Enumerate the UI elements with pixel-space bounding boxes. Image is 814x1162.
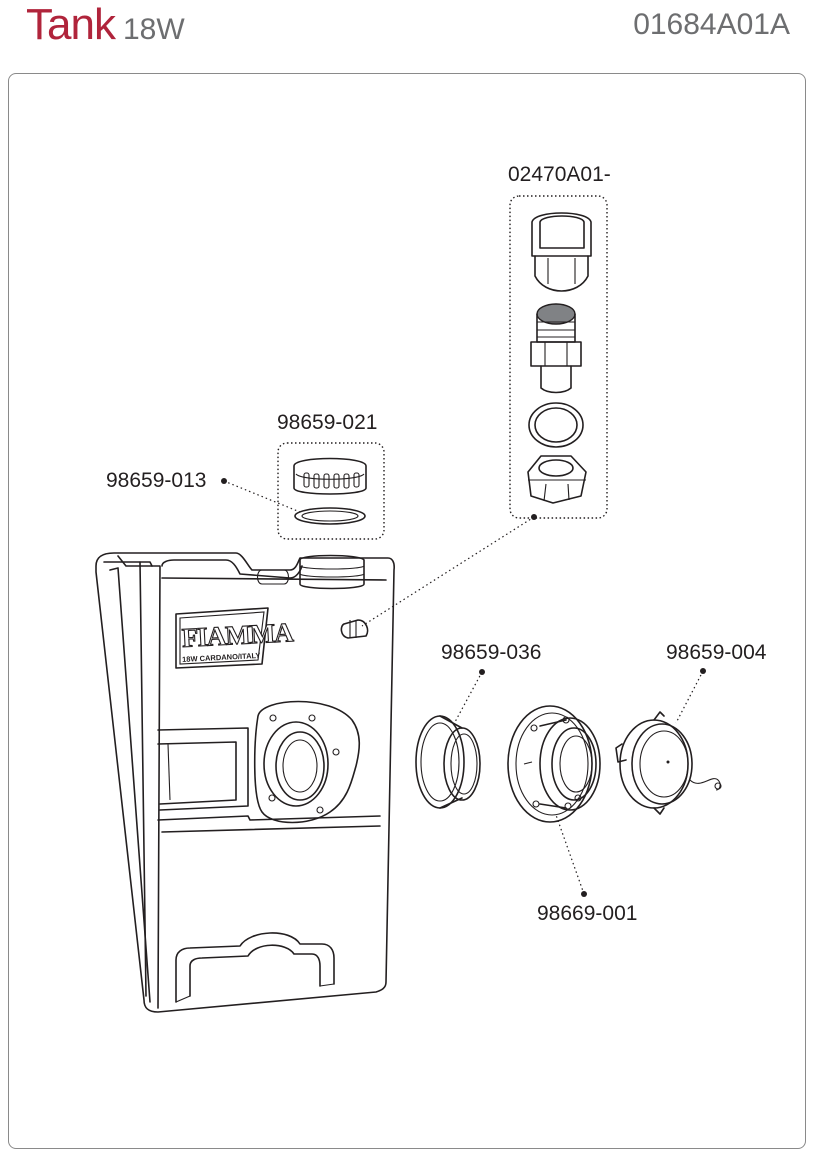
drawing-frame (8, 73, 806, 1149)
water-tank-body (95, 552, 395, 1013)
logo-brand: FIAMMA (181, 617, 295, 653)
leader-lines (221, 478, 706, 897)
label-flange-cap[interactable]: 98659-004 (666, 641, 767, 664)
flange-cap-part (615, 711, 722, 815)
drain-valve-body-part (530, 303, 582, 394)
drain-valve-kit-box (509, 195, 608, 519)
drain-lock-nut-part (527, 455, 587, 504)
label-cap-gasket[interactable]: 98659-013 (106, 469, 206, 492)
logo-model: 18W CARDANO/ITALY (182, 651, 261, 664)
label-flange-plate[interactable]: 98669-001 (537, 902, 637, 925)
drain-cap-nut-part (531, 212, 592, 292)
cap-gasket-part (294, 507, 366, 525)
document-code: 01684A01A (633, 8, 790, 41)
flange-plate-part (507, 705, 601, 823)
label-drain-valve-kit[interactable]: 02470A01- (508, 163, 611, 186)
filler-cap-part (293, 457, 367, 495)
label-flange-ring[interactable]: 98659-036 (441, 641, 541, 664)
cap-kit-box (277, 442, 385, 540)
fiamma-logo: FIAMMA 18W CARDANO/ITALY (175, 607, 295, 669)
label-cap-kit[interactable]: 98659-021 (277, 411, 377, 434)
title-main: Tank (26, 0, 116, 49)
drain-o-ring-part (528, 402, 584, 448)
title-sub: 18W (122, 13, 185, 46)
flange-ring-part (415, 715, 481, 809)
